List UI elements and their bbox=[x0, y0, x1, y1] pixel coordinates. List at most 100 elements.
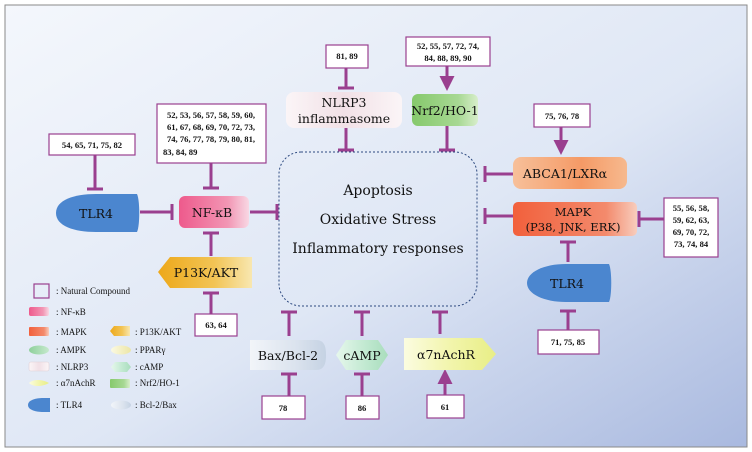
node-bax-label: Bax/Bcl-2 bbox=[258, 348, 318, 363]
connector-group bbox=[87, 66, 664, 396]
legend-label-tlr4: : TLR4 bbox=[56, 400, 83, 410]
ref-box-abca1 bbox=[533, 103, 591, 128]
node-mapk-label-1: MAPK bbox=[555, 205, 592, 219]
ref-box-tlr4-right bbox=[537, 329, 600, 355]
legend-label-a7: : α7nAchR bbox=[56, 378, 95, 388]
legend-swatch-tlr4 bbox=[28, 398, 50, 412]
inhibit-ref-p13k bbox=[203, 291, 219, 314]
legend-label-camp: : cAMP bbox=[135, 362, 163, 372]
inhibit-ref-mapk bbox=[637, 211, 664, 227]
inhibit-ref-nfkb bbox=[203, 163, 219, 190]
ref-text-nfkb-1: 52, 53, 56, 57, 58, 59, 60, bbox=[167, 110, 255, 120]
legend: : Natural Compound : NF-κB : MAPK : P13K… bbox=[28, 283, 182, 412]
ref-box-bax bbox=[261, 395, 306, 420]
inhibit-ref-nlrp3 bbox=[338, 68, 354, 90]
node-mapk bbox=[513, 202, 637, 236]
node-nlrp3-label-1: NLRP3 bbox=[321, 95, 366, 110]
node-nrf2 bbox=[412, 94, 478, 126]
inhibit-bax-center bbox=[281, 310, 297, 336]
node-tlr4-right-label: TLR4 bbox=[550, 276, 584, 291]
inhibit-nlrp3-center bbox=[338, 128, 354, 152]
inhibit-a7-center bbox=[432, 310, 448, 334]
legend-label-nrf2: : Nrf2/HO-1 bbox=[135, 378, 180, 388]
legend-label-ppar: : PPARγ bbox=[135, 345, 165, 355]
ref-box-a7 bbox=[426, 394, 465, 419]
legend-label-bcl2: : Bcl-2/Bax bbox=[135, 400, 177, 410]
node-nfkb bbox=[179, 196, 249, 228]
ref-text-mapk-1: 55, 56, 58, bbox=[673, 203, 710, 213]
inhibit-ref-bax bbox=[281, 372, 297, 396]
ref-text-mapk-2: 59, 62, 63, bbox=[673, 215, 710, 225]
node-mapk-label-2: (P38, JNK, ERK) bbox=[526, 220, 621, 234]
legend-swatch-ppar bbox=[111, 345, 131, 355]
legend-swatch-natural bbox=[33, 283, 50, 299]
node-bax bbox=[250, 340, 326, 370]
inhibit-camp-center bbox=[354, 310, 370, 336]
ref-text-abca1: 75, 76, 78 bbox=[545, 111, 580, 121]
node-nlrp3-label-2: inflammasome bbox=[298, 111, 390, 126]
ref-box-nrf2 bbox=[405, 36, 491, 67]
ref-box-camp bbox=[345, 395, 380, 420]
node-camp bbox=[336, 340, 388, 370]
inhibit-tlr4-mapk bbox=[560, 240, 576, 262]
inhibit-tlr4-nfkb bbox=[140, 204, 174, 220]
node-p13k-label: P13K/AKT bbox=[174, 265, 239, 280]
ref-text-mapk-4: 73, 74, 84 bbox=[674, 239, 709, 249]
node-p13k bbox=[158, 257, 252, 288]
legend-label-nlrp3: : NLRP3 bbox=[56, 362, 89, 372]
legend-swatch-a7 bbox=[29, 380, 49, 386]
legend-label-mapk: : MAPK bbox=[56, 327, 87, 337]
node-a7 bbox=[404, 338, 496, 370]
ref-box-nfkb bbox=[156, 103, 267, 164]
inhibit-mapk-center bbox=[483, 208, 513, 224]
ref-text-a7: 61 bbox=[441, 402, 450, 412]
legend-swatch-p13k bbox=[110, 326, 130, 336]
ref-text-nfkb-2: 61, 67, 68, 69, 70, 72, 73, bbox=[167, 122, 255, 132]
legend-swatch-nlrp3 bbox=[28, 361, 50, 372]
node-abca1-label: ABCA1/LXRα bbox=[522, 166, 608, 181]
legend-label-natural: : Natural Compound bbox=[56, 286, 130, 296]
inhibit-ref-tlr4-left bbox=[87, 155, 103, 191]
legend-swatch-ampk bbox=[29, 345, 49, 355]
ref-text-nfkb-3: 74, 76, 77, 78, 79, 80, 81, bbox=[167, 134, 255, 144]
ref-box-p13k bbox=[194, 313, 238, 337]
node-tlr4-left-label: TLR4 bbox=[79, 206, 113, 221]
ref-box-nlrp3 bbox=[325, 44, 369, 69]
node-abca1 bbox=[513, 157, 627, 189]
legend-swatch-nrf2 bbox=[110, 379, 130, 388]
ref-text-nlrp3: 81, 89 bbox=[336, 51, 357, 61]
legend-label-ampk: : AMPK bbox=[56, 345, 87, 355]
ref-text-tlr4-right: 71, 75, 85 bbox=[551, 337, 585, 347]
node-a7-label: α7nAchR bbox=[417, 347, 476, 362]
node-nfkb-label: NF-κB bbox=[192, 205, 232, 220]
ref-text-tlr4-left: 54, 65, 71, 75, 82 bbox=[62, 140, 122, 150]
ref-text-nfkb-4: 83, 84, 89 bbox=[163, 147, 197, 157]
legend-label-p13k: : P13K/AKT bbox=[135, 327, 182, 337]
legend-label-nfkb: : NF-κB bbox=[56, 307, 86, 317]
ref-text-nrf2-1: 52, 55, 57, 72, 74, bbox=[417, 41, 479, 51]
inhibit-abca1-center bbox=[483, 166, 513, 182]
inhibit-nfkb-center bbox=[250, 204, 279, 220]
center-line-apoptosis: Apoptosis bbox=[342, 183, 412, 199]
ref-box-tlr4-left bbox=[48, 133, 136, 156]
ref-text-nrf2-2: 84, 88, 89, 90 bbox=[424, 53, 471, 63]
center-line-inflammatory: Inflammatory responses bbox=[292, 241, 463, 257]
node-tlr4-right bbox=[527, 264, 612, 302]
ref-text-bax: 78 bbox=[279, 403, 288, 413]
inhibit-ref-tlr4-right bbox=[560, 309, 576, 330]
central-process-box bbox=[278, 151, 478, 307]
node-camp-label: cAMP bbox=[343, 348, 380, 363]
legend-swatch-nfkb bbox=[29, 307, 49, 316]
inhibit-p13k-nfkb bbox=[203, 231, 219, 256]
legend-swatch-camp bbox=[111, 362, 131, 372]
center-line-oxidative-stress: Oxidative Stress bbox=[320, 212, 436, 228]
legend-swatch-bcl2 bbox=[111, 400, 131, 410]
node-tlr4-left bbox=[56, 194, 140, 232]
ref-box-mapk bbox=[663, 197, 719, 258]
node-nlrp3 bbox=[286, 92, 402, 128]
legend-swatch-mapk bbox=[29, 327, 49, 336]
ref-text-mapk-3: 69, 70, 72, bbox=[673, 227, 710, 237]
ref-text-p13k: 63, 64 bbox=[205, 320, 227, 330]
ref-text-camp: 86 bbox=[358, 403, 367, 413]
